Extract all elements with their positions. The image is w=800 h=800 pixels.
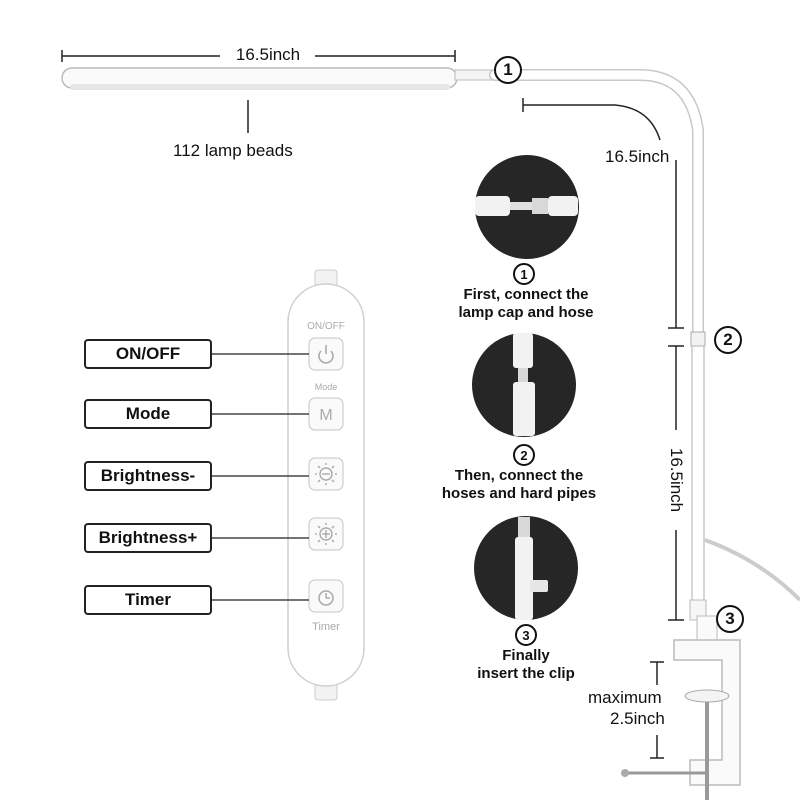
arm-dimension [522,98,684,329]
lamp-beads-label: 112 lamp beads [173,141,293,160]
step-three-line1: Finally [502,647,550,664]
step-two-line2: hoses and hard pipes [441,485,597,502]
step-one-line1: First, connect the [463,286,589,303]
marker-one: 1 [494,56,522,84]
step-two-caption: Then, connect the hoses and hard pipes [409,467,629,503]
clock-icon [318,590,334,606]
gooseneck-arm [489,69,704,336]
sun-plus-icon [315,523,337,545]
step-one-number: 1 [513,263,535,285]
step-one-caption: First, connect the lamp cap and hose [416,286,636,322]
onoff-caption: ON/OFF [307,321,345,332]
step-three-caption: Finally insert the clip [416,647,636,683]
label-brightness-down[interactable]: Brightness- [84,461,212,491]
arm-length-label: 16.5inch [605,147,670,166]
step-one-line2: lamp cap and hose [458,304,594,321]
sun-minus-icon [315,463,337,485]
power-cable [704,538,800,602]
step-two-photo [472,333,576,437]
marker-two: 2 [714,326,742,354]
mode-caption: Mode [315,382,338,392]
label-brightness-up[interactable]: Brightness+ [84,523,212,553]
step-one-photo [475,155,579,259]
clamp-dimension [650,661,664,759]
head-width-label: 16.5inch [235,45,301,64]
step-three-line2: insert the clip [477,665,575,682]
marker-three: 3 [716,605,744,633]
joint-two [690,331,706,347]
mode-glyph: M [319,407,332,424]
label-mode[interactable]: Mode [84,399,212,429]
pole-length-label: 16.5inch [667,447,686,513]
power-icon [318,345,334,364]
clamp-label-line2: 2.5inch [610,709,665,728]
step-three-number: 3 [515,624,537,646]
label-timer[interactable]: Timer [84,585,212,615]
lamp-head [61,67,496,90]
step-three-photo [474,516,578,620]
step-two-line1: Then, connect the [454,467,584,484]
label-onoff[interactable]: ON/OFF [84,339,212,369]
clamp-label-line1: maximum [588,688,662,707]
remote-controller: ON/OFF Mode M Timer [287,269,365,701]
step-two-number: 2 [513,444,535,466]
pole-dimension [668,345,684,621]
head-width-dimension [61,50,456,62]
hard-pole [689,345,707,621]
leader-lines [212,353,309,601]
desk-clamp [621,615,741,800]
timer-caption: Timer [312,621,340,633]
